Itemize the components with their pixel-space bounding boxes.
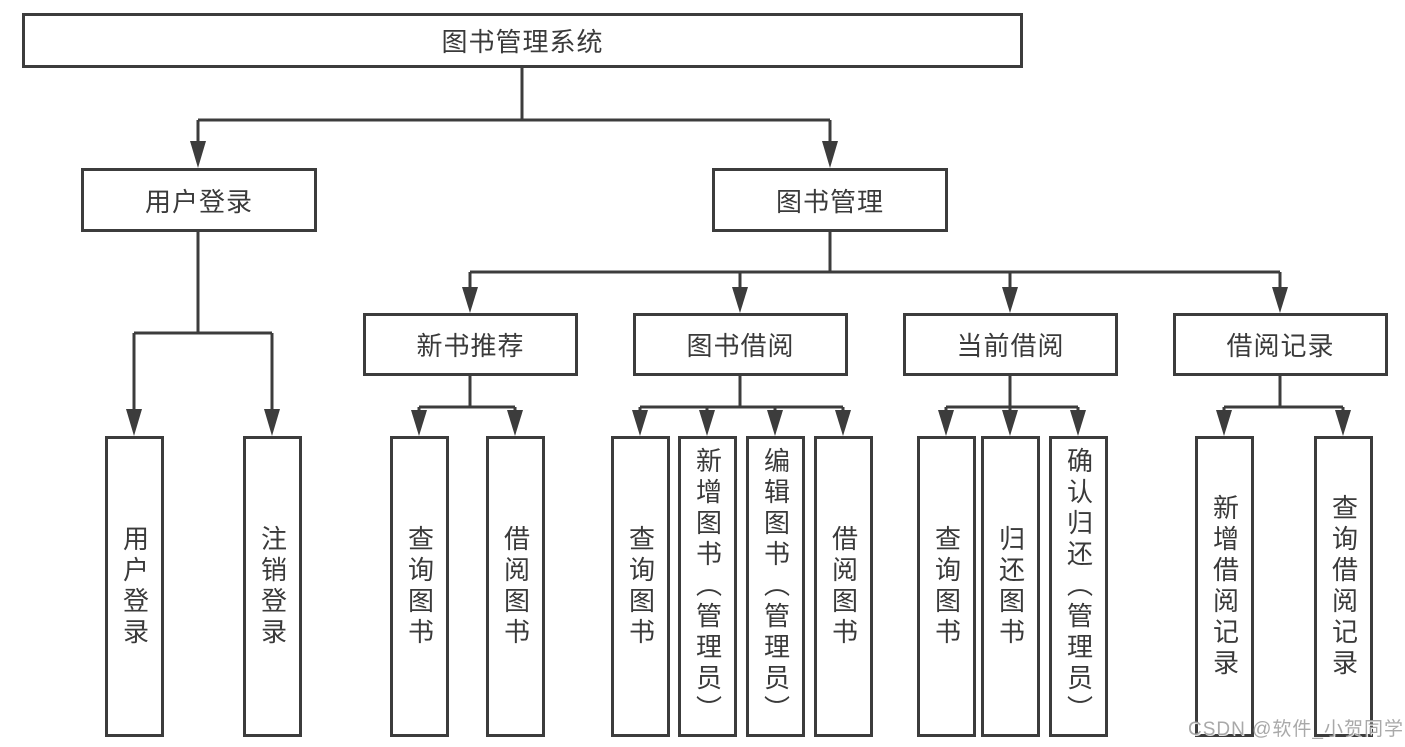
leaf-label: 借阅图书 [828, 524, 859, 649]
connector-group-records [1222, 376, 1345, 414]
leaf-add-books-admin: 新增图书（管理员） [678, 436, 737, 737]
leaf-label: 查询图书 [404, 524, 435, 649]
leaf-label: 编辑图书（管理员） [760, 447, 791, 726]
leaf-label: 新增借阅记录 [1209, 493, 1240, 680]
arrowheads [126, 141, 1351, 436]
watermark: CSDN @软件_小贺同学 [1188, 719, 1404, 740]
node-current-borrowing: 当前借阅 [903, 313, 1118, 376]
leaf-query-books-recommend: 查询图书 [390, 436, 449, 737]
leaf-user-login: 用户登录 [105, 436, 164, 737]
node-new-book-recommend: 新书推荐 [363, 313, 578, 376]
connector-book-branch [468, 232, 1282, 291]
leaf-query-borrow-record: 查询借阅记录 [1314, 436, 1373, 737]
node-system-root: 图书管理系统 [22, 13, 1023, 68]
leaf-label: 查询图书 [931, 524, 962, 649]
leaf-return-books: 归还图书 [981, 436, 1040, 737]
leaf-add-borrow-record: 新增借阅记录 [1195, 436, 1254, 737]
leaf-logout: 注销登录 [243, 436, 302, 737]
node-user-login-module: 用户登录 [81, 168, 317, 232]
node-book-management-module: 图书管理 [712, 168, 948, 232]
leaf-borrow-books: 借阅图书 [814, 436, 873, 737]
leaf-label: 归还图书 [995, 524, 1026, 649]
leaf-borrow-books-recommend: 借阅图书 [486, 436, 545, 737]
leaf-label: 新增图书（管理员） [692, 447, 723, 726]
leaf-label: 借阅图书 [500, 524, 531, 649]
leaf-label: 查询图书 [625, 524, 656, 649]
leaf-query-books-current: 查询图书 [917, 436, 976, 737]
connector-group-borrow [638, 376, 845, 414]
leaf-edit-books-admin: 编辑图书（管理员） [746, 436, 805, 737]
connector-user-branch [132, 232, 274, 414]
connector-group-current [944, 376, 1080, 414]
node-borrowing-records: 借阅记录 [1173, 313, 1388, 376]
connector-root-to-level2 [196, 68, 832, 146]
leaf-label: 注销登录 [257, 524, 288, 649]
leaf-label: 用户登录 [119, 524, 150, 649]
leaf-label: 确认归还（管理员） [1063, 447, 1094, 726]
connector-group-recommend [417, 376, 517, 414]
node-book-borrowing: 图书借阅 [633, 313, 848, 376]
leaf-query-books: 查询图书 [611, 436, 670, 737]
leaf-confirm-return-admin: 确认归还（管理员） [1049, 436, 1108, 737]
leaf-label: 查询借阅记录 [1328, 493, 1359, 680]
